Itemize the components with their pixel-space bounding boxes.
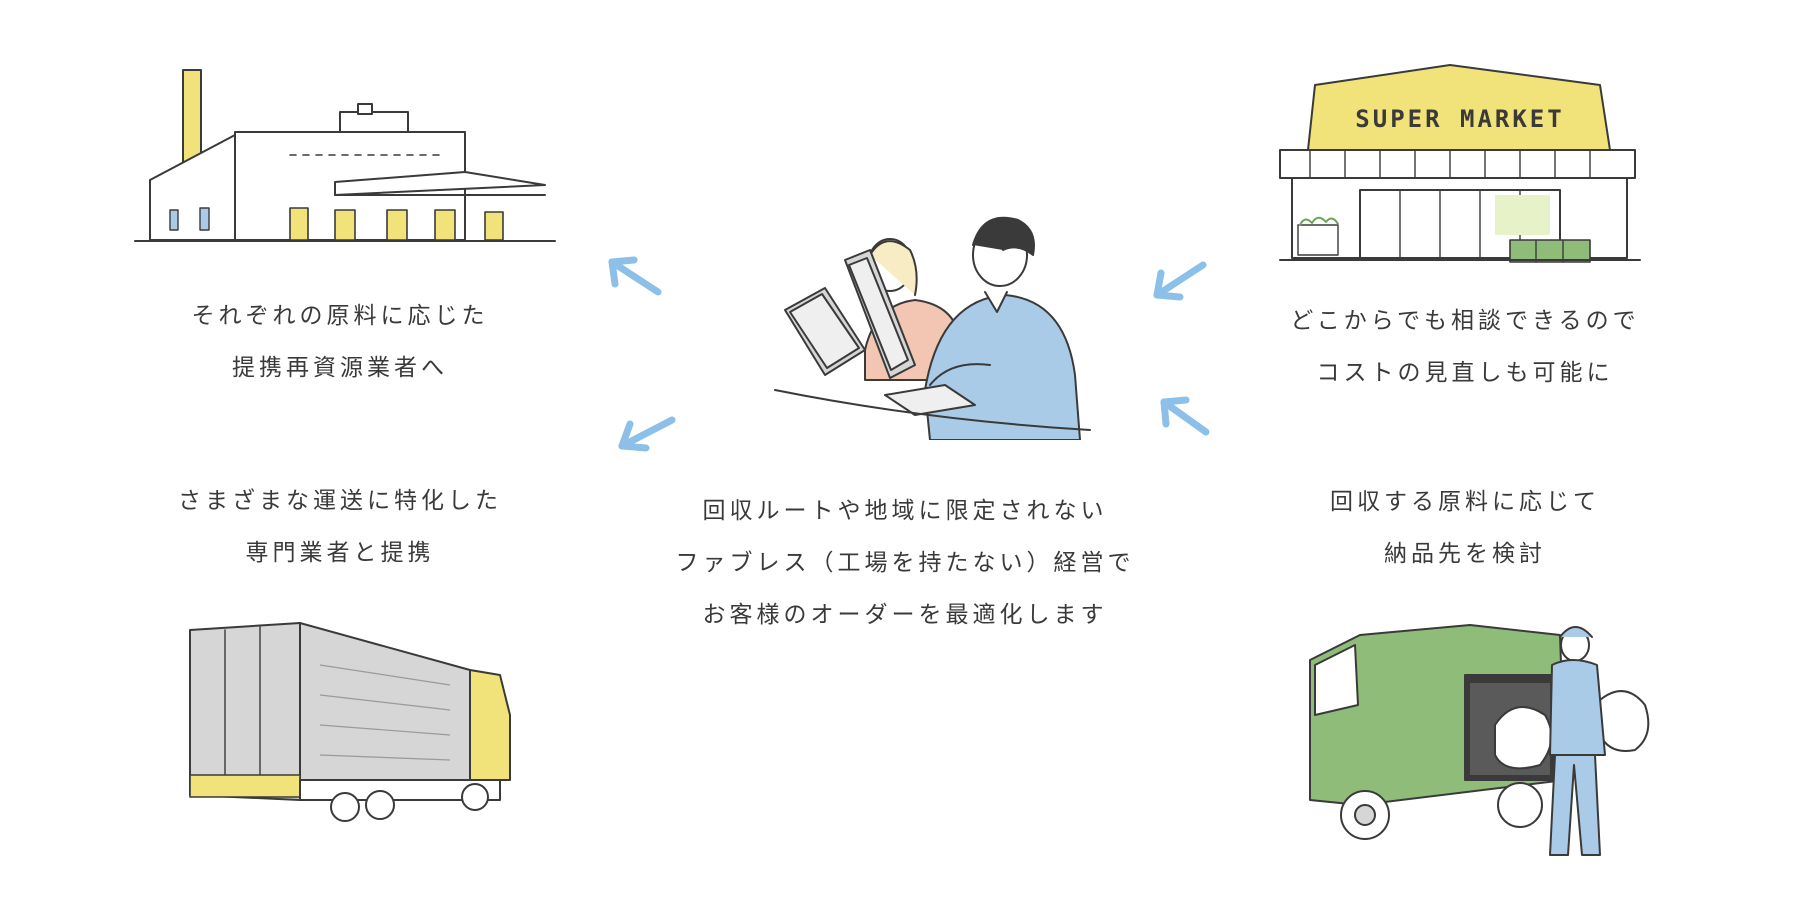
arrow-to-recycler-icon bbox=[608, 256, 662, 296]
factory-illustration bbox=[134, 69, 556, 242]
caption-delivery-line2: 納品先を検討 bbox=[1384, 541, 1546, 567]
caption-center: 回収ルートや地域に限定されない ファブレス（工場を持たない）経営で お客様のオー… bbox=[640, 485, 1170, 641]
caption-center-line2: ファブレス（工場を持たない）経営で bbox=[675, 550, 1135, 576]
supermarket-illustration: SUPER MARKET bbox=[1279, 64, 1641, 263]
arrow-from-delivery-icon bbox=[1160, 396, 1210, 436]
caption-delivery-line1: 回収する原料に応じて bbox=[1330, 489, 1600, 515]
office-workers-illustration bbox=[774, 216, 1091, 440]
supermarket-sign-text: SUPER MARKET bbox=[1355, 105, 1564, 133]
caption-recycler: それぞれの原料に応じた 提携再資源業者へ bbox=[95, 290, 585, 394]
caption-recycler-line1: それぞれの原料に応じた bbox=[191, 303, 489, 329]
caption-recycler-line2: 提携再資源業者へ bbox=[232, 355, 448, 381]
truck-illustration bbox=[189, 622, 511, 822]
garbage-truck-illustration bbox=[1309, 624, 1650, 856]
arrow-from-consult-icon bbox=[1153, 261, 1207, 301]
caption-consult-line2: コストの見直しも可能に bbox=[1316, 360, 1614, 386]
caption-center-line3: お客様のオーダーを最適化します bbox=[702, 602, 1108, 628]
caption-transport-line1: さまざまな運送に特化した bbox=[178, 488, 502, 514]
caption-consult: どこからでも相談できるので コストの見直しも可能に bbox=[1235, 295, 1695, 399]
caption-center-line1: 回収ルートや地域に限定されない bbox=[702, 498, 1108, 524]
caption-transport: さまざまな運送に特化した 専門業者と提携 bbox=[95, 475, 585, 579]
arrow-to-transport-icon bbox=[618, 416, 676, 452]
caption-consult-line1: どこからでも相談できるので bbox=[1290, 308, 1640, 334]
caption-delivery: 回収する原料に応じて 納品先を検討 bbox=[1235, 476, 1695, 580]
caption-transport-line2: 専門業者と提携 bbox=[245, 540, 435, 566]
